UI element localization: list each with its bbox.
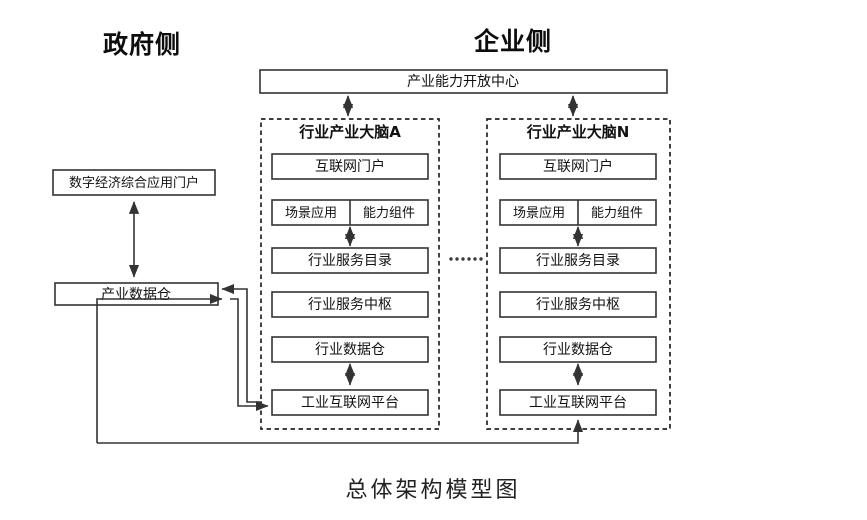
brain-n-row-industry-data-warehouse[interactable]: 行业数据仓 [499,336,657,363]
connector-bottom-route-to-brain-n-platform [97,419,584,444]
brain-a-row-industrial-internet-platform[interactable]: 工业互联网平台 [271,389,429,416]
brain-n-industrial-internet-platform-label: 工业互联网平台 [529,395,627,411]
brain-a-row-scene-capability[interactable]: 场景应用 能力组件 [271,199,429,226]
brain-a-row-service-catalog[interactable]: 行业服务目录 [271,247,429,274]
digital-economy-portal-label: 数字经济综合应用门户 [69,175,199,191]
brain-n-service-catalog-label: 行业服务目录 [536,253,620,269]
brain-n-row-service-catalog[interactable]: 行业服务目录 [499,247,657,274]
enterprise-side-title: 企业侧 [474,27,552,56]
brain-n-service-hub-label: 行业服务中枢 [536,297,620,313]
brain-n-row-scene-capability[interactable]: 场景应用 能力组件 [499,199,657,226]
brain-n-row-industrial-internet-platform[interactable]: 工业互联网平台 [499,389,657,416]
industry-capability-open-center-box[interactable]: 产业能力开放中心 [259,69,668,94]
brain-n-internet-portal-label: 互联网门户 [543,158,613,175]
brain-a-industrial-internet-platform-label: 工业互联网平台 [301,395,399,411]
brain-a-row-internet-portal[interactable]: 互联网门户 [271,153,429,180]
government-side-title: 政府侧 [103,30,181,59]
brain-a-container [260,118,440,430]
brain-n-industry-data-warehouse-label: 行业数据仓 [543,342,613,358]
brain-n-row-service-hub[interactable]: 行业服务中枢 [499,291,657,318]
industry-data-warehouse-box[interactable]: 产业数据仓 [54,282,219,306]
brain-n-capability-component-label: 能力组件 [591,206,643,221]
brain-a-service-catalog-label: 行业服务目录 [308,253,392,269]
brain-a-capability-component-label: 能力组件 [363,206,415,221]
brain-n-scene-app-label: 场景应用 [513,205,565,221]
brain-n-title: 行业产业大脑N [526,123,630,141]
connector-data-warehouse-to-brain-a-platform [230,298,269,412]
connector-bottom-route-to-data-warehouse [96,293,223,443]
industry-data-warehouse-label: 产业数据仓 [101,287,171,303]
brain-a-service-hub-label: 行业服务中枢 [308,297,392,313]
brain-a-title: 行业产业大脑A [298,123,401,141]
digital-economy-portal-box[interactable]: 数字经济综合应用门户 [52,169,216,196]
brain-a-industry-data-warehouse-label: 行业数据仓 [315,342,385,358]
brain-a-internet-portal-label: 互联网门户 [315,158,385,175]
industry-capability-open-center-label: 产业能力开放中心 [407,74,519,90]
connector-brain-a-platform-to-data-warehouse [221,283,262,403]
brain-a-scene-app-label: 场景应用 [285,205,337,221]
brain-n-row-internet-portal[interactable]: 互联网门户 [499,153,657,180]
brain-a-row-industry-data-warehouse[interactable]: 行业数据仓 [271,336,429,363]
figure-caption: 总体架构模型图 [345,478,520,503]
ellipsis-between-brains [449,257,483,261]
brain-a-row-service-hub[interactable]: 行业服务中枢 [271,291,429,318]
